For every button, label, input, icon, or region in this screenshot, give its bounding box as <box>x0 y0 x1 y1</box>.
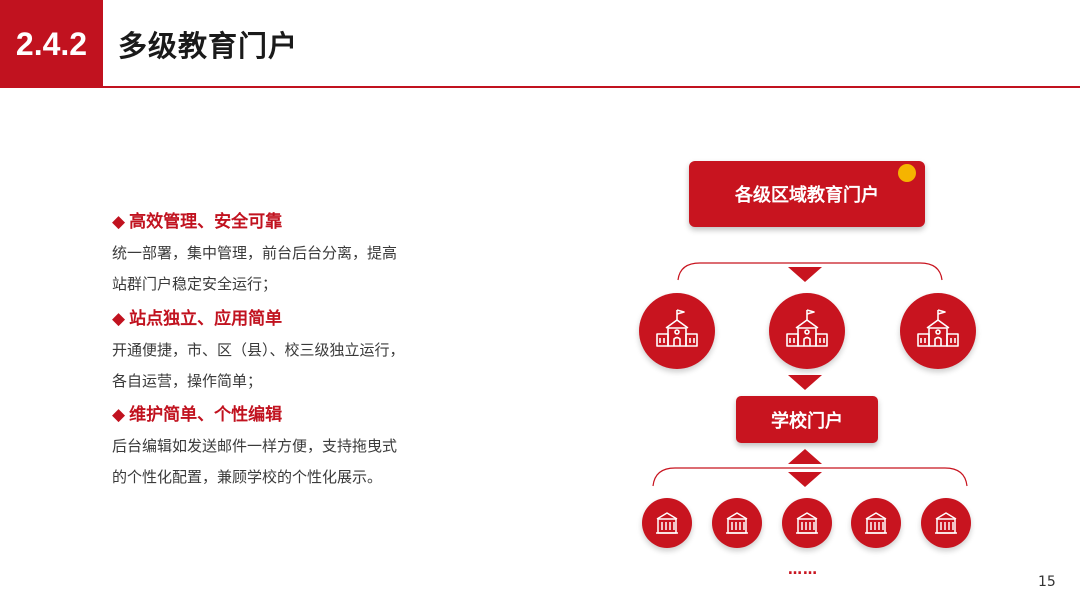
connector-lines <box>652 262 968 487</box>
building-icon <box>726 512 748 534</box>
school-with-flag-icon <box>656 309 698 347</box>
more-ellipsis: …… <box>788 562 818 578</box>
feature-desc-line: 统一部署，集中管理，前台后台分离，提高 <box>112 244 398 262</box>
lower-bracket-line <box>652 467 968 487</box>
feature-desc-line: 开通便捷，市、区（县）、校三级独立运行， <box>112 341 405 359</box>
feature-desc-line: 的个性化配置，兼顾学校的个性化展示。 <box>112 468 383 486</box>
feature-description: 开通便捷，市、区（县）、校三级独立运行， 各自运营，操作简单； <box>112 335 472 397</box>
feature-block: ◆高效管理、安全可靠 统一部署，集中管理，前台后台分离，提高 站群门户稳定安全运… <box>112 210 472 300</box>
arrow-down-icon <box>788 375 822 390</box>
portal-hierarchy-diagram: 各级区域教育门户 <box>620 150 980 590</box>
building-node <box>642 498 692 548</box>
section-number: 2.4.2 <box>0 0 103 88</box>
diamond-bullet-icon: ◆ <box>112 405 126 425</box>
feature-desc-line: 各自运营，操作简单； <box>112 372 263 390</box>
diamond-bullet-icon: ◆ <box>112 309 126 329</box>
status-dot <box>898 164 916 182</box>
building-icon <box>865 512 887 534</box>
arrow-down-icon <box>788 267 822 282</box>
feature-title-text: 维护简单、个性编辑 <box>129 405 283 425</box>
building-icon <box>796 512 818 534</box>
building-node <box>921 498 971 548</box>
building-icon <box>656 512 678 534</box>
feature-title-text: 站点独立、应用简单 <box>129 309 283 329</box>
feature-block: ◆维护简单、个性编辑 后台编辑如发送邮件一样方便，支持拖曳式 的个性化配置，兼顾… <box>112 403 472 493</box>
arrow-up-icon <box>788 449 822 464</box>
building-node <box>851 498 901 548</box>
feature-title: ◆高效管理、安全可靠 <box>112 210 472 234</box>
feature-title-text: 高效管理、安全可靠 <box>129 212 283 232</box>
feature-desc-line: 后台编辑如发送邮件一样方便，支持拖曳式 <box>112 437 398 455</box>
school-node <box>639 293 715 369</box>
feature-desc-line: 站群门户稳定安全运行； <box>112 275 278 293</box>
diamond-bullet-icon: ◆ <box>112 212 126 232</box>
slide-title: 多级教育门户 <box>118 29 299 63</box>
feature-title: ◆站点独立、应用简单 <box>112 307 472 331</box>
building-node <box>782 498 832 548</box>
school-node <box>769 293 845 369</box>
page-number: 15 <box>1038 574 1056 590</box>
feature-description: 后台编辑如发送邮件一样方便，支持拖曳式 的个性化配置，兼顾学校的个性化展示。 <box>112 431 472 493</box>
school-portal-box: 学校门户 <box>736 396 878 443</box>
upper-bracket-line <box>677 262 943 281</box>
building-icon <box>935 512 957 534</box>
arrow-down-icon <box>788 472 822 487</box>
regional-portal-box: 各级区域教育门户 <box>689 161 925 227</box>
school-with-flag-icon <box>786 309 828 347</box>
building-node <box>712 498 762 548</box>
feature-block: ◆站点独立、应用简单 开通便捷，市、区（县）、校三级独立运行， 各自运营，操作简… <box>112 307 472 397</box>
school-node <box>900 293 976 369</box>
feature-title: ◆维护简单、个性编辑 <box>112 403 472 427</box>
school-with-flag-icon <box>917 309 959 347</box>
feature-description: 统一部署，集中管理，前台后台分离，提高 站群门户稳定安全运行； <box>112 238 472 300</box>
header-divider <box>0 86 1080 88</box>
slide-header: 2.4.2 多级教育门户 <box>0 0 1080 88</box>
